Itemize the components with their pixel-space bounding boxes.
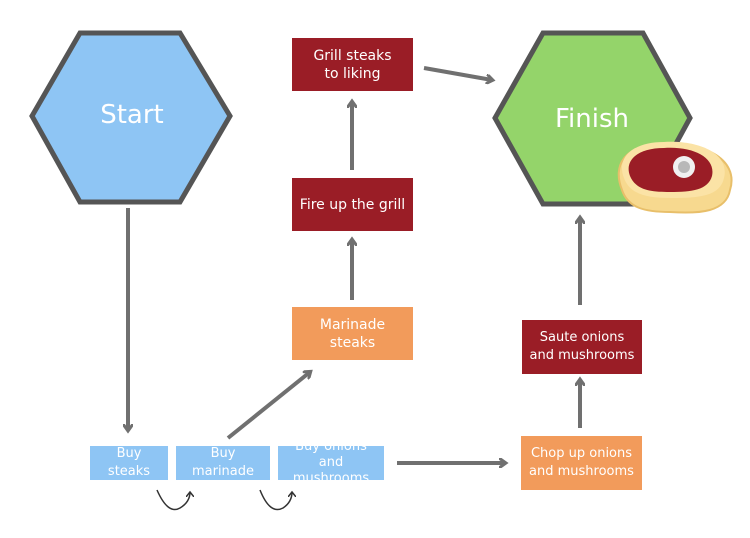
step-chop-onions-mushrooms: Chop up onions and mushrooms xyxy=(521,436,642,490)
step-fire-up-grill: Fire up the grill xyxy=(292,178,413,231)
steak-icon xyxy=(617,141,733,214)
step-buy-marinade: Buy marinade xyxy=(176,446,270,480)
loop-arrow-icon xyxy=(259,489,292,511)
step-grill-steaks: Grill steaks to liking xyxy=(292,38,413,91)
loop-arrow-icon xyxy=(156,489,190,511)
finish-label: Finish xyxy=(554,104,629,134)
start-hexagon xyxy=(29,30,233,205)
arrow-buy-marinade-to-marinade-steaks xyxy=(226,372,310,440)
arrow-grill-to-finish xyxy=(423,66,492,80)
step-buy-onions-mushrooms: Buy onions and mushrooms xyxy=(278,439,384,486)
step-buy-steaks: Buy steaks xyxy=(90,446,168,480)
step-saute-onions-mushrooms: Saute onions and mushrooms xyxy=(522,320,642,374)
start-label: Start xyxy=(100,100,164,130)
step-marinade-steaks: Marinade steaks xyxy=(292,307,413,360)
